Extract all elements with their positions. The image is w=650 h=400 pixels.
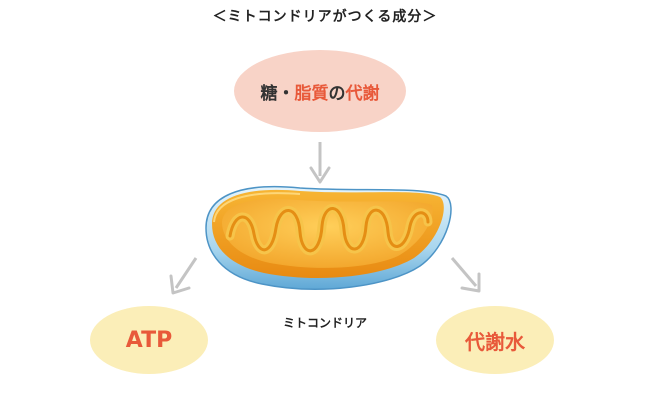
output-oval-atp: ATP <box>90 306 208 374</box>
output-atp-text: ATP <box>125 327 173 353</box>
input-oval: 糖・脂質の代謝 <box>234 50 406 132</box>
arrow-down <box>309 142 331 184</box>
diagram-title: ＜ミトコンドリアがつくる成分＞ <box>212 9 438 25</box>
input-text-lipid: 脂質 <box>294 83 329 104</box>
mitochondrion-illustration <box>205 185 452 290</box>
arrow-right-down <box>450 257 481 293</box>
mitochondria-label: ミトコンドリア <box>282 316 367 330</box>
input-text-no: の <box>328 83 346 104</box>
input-text-metabolism: 代謝 <box>345 83 380 104</box>
output-water-text: 代謝水 <box>465 329 525 354</box>
input-text-sugar: 糖・ <box>260 83 295 104</box>
output-oval-metabolic-water: 代謝水 <box>436 306 554 374</box>
arrow-left-down <box>169 257 198 295</box>
